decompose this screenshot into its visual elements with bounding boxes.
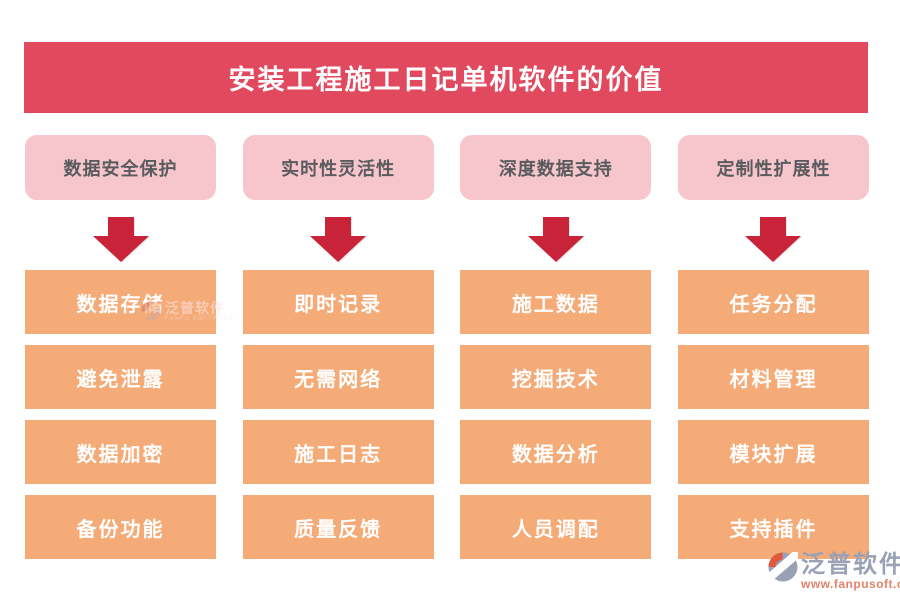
column-customizability: 定制性扩展性 任务分配 材料管理 模块扩展 支持插件 [677,135,869,559]
brand-name: 泛普软件 [801,551,900,578]
column-realtime-flexibility: 实时性灵活性 即时记录 无需网络 施工日志 质量反馈 [242,135,434,559]
column-header-label: 定制性扩展性 [716,158,831,179]
value-label: 无需网络 [294,368,383,391]
column-header-label: 数据安全保护 [63,158,178,179]
value-box: 无需网络 [242,345,434,409]
page-title: 安装工程施工日记单机软件的价值 [228,65,664,95]
value-label: 人员调配 [511,518,600,541]
column-data-security: 数据安全保护 数据存储 避免泄露 数据加密 备份功能 [25,135,216,559]
column-header: 实时性灵活性 [242,135,434,200]
value-box: 人员调配 [460,495,652,559]
down-arrow-icon [527,217,584,262]
value-box: 数据加密 [25,420,216,484]
fanpu-logo-icon [768,552,798,582]
column-header: 定制性扩展性 [677,135,869,200]
value-label: 施工数据 [511,293,600,316]
value-box: 挖掘技术 [460,345,652,409]
value-box: 数据分析 [460,420,652,484]
value-label: 备份功能 [76,518,165,541]
column-header: 数据安全保护 [25,135,216,200]
brand-url: www.fanpusoft.com [801,577,900,591]
column-header-label: 实时性灵活性 [281,158,396,179]
value-box: 施工数据 [460,270,652,334]
title-banner: 安装工程施工日记单机软件的价值 [24,42,868,113]
value-label: 即时记录 [294,293,383,316]
value-label: 数据存储 [76,293,165,316]
value-box: 任务分配 [677,270,869,334]
value-box: 模块扩展 [677,420,869,484]
value-box: 支持插件 [677,495,869,559]
value-label: 数据加密 [76,443,165,466]
value-box: 材料管理 [677,345,869,409]
value-label: 数据分析 [511,443,600,466]
value-label: 支持插件 [729,518,818,541]
value-label: 任务分配 [729,293,818,316]
brand-text: 泛普软件 www.fanpusoft.com [801,552,900,591]
value-box: 施工日志 [242,420,434,484]
value-box: 数据存储 [25,270,216,334]
column-header-label: 深度数据支持 [498,158,613,179]
value-label: 施工日志 [294,443,383,466]
column-header: 深度数据支持 [460,135,652,200]
columns-container: 数据安全保护 数据存储 避免泄露 数据加密 备份功能 实时性灵活性 即时记录 无… [25,135,869,559]
down-arrow-icon [310,217,367,262]
column-deep-data-support: 深度数据支持 施工数据 挖掘技术 数据分析 人员调配 [460,135,652,559]
value-label: 挖掘技术 [511,368,600,391]
down-arrow-icon [745,217,802,262]
value-label: 模块扩展 [729,443,818,466]
value-label: 材料管理 [729,368,818,391]
value-box: 备份功能 [25,495,216,559]
value-box: 避免泄露 [25,345,216,409]
value-box: 即时记录 [242,270,434,334]
value-label: 避免泄露 [76,368,165,391]
bottom-brand-mark: 泛普软件 www.fanpusoft.com [768,552,900,591]
value-label: 质量反馈 [294,518,383,541]
value-box: 质量反馈 [242,495,434,559]
down-arrow-icon [92,217,149,262]
